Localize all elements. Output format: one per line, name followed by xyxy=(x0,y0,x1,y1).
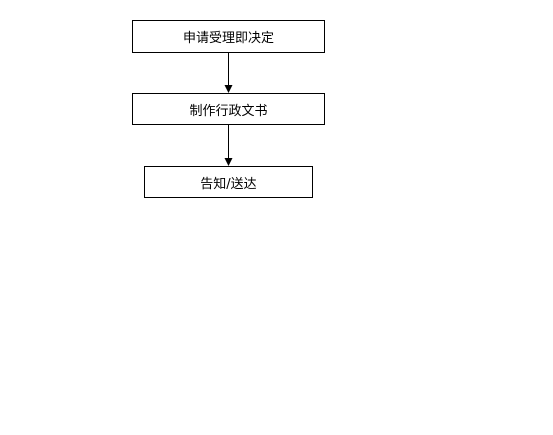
flowchart-node-notify-deliver: 告知/送达 xyxy=(144,166,313,198)
node-label: 制作行政文书 xyxy=(189,103,268,119)
arrowhead-icon xyxy=(224,85,233,93)
flowchart-node-make-document: 制作行政文书 xyxy=(132,93,325,125)
arrowhead-icon xyxy=(224,158,233,166)
node-label: 告知/送达 xyxy=(200,176,257,192)
edge-n1-to-n2 xyxy=(224,53,233,93)
node-label: 申请受理即决定 xyxy=(182,31,274,46)
edge-n2-to-n3 xyxy=(224,125,233,166)
flowchart-node-application-decision: 申请受理即决定 xyxy=(132,20,325,53)
